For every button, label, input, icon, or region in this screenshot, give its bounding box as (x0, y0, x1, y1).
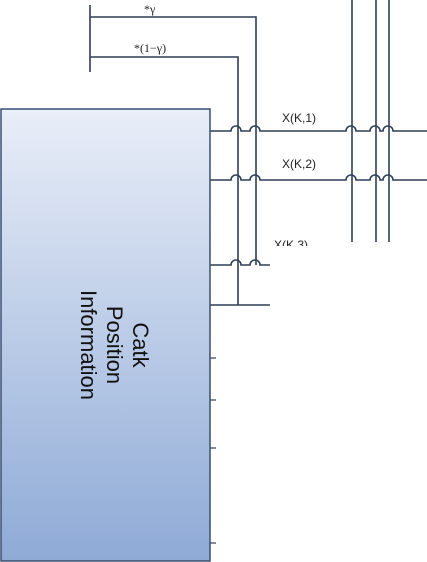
output-line-xk3 (210, 259, 270, 266)
output-line-xk1 (210, 125, 427, 132)
output-line-xk2 (210, 174, 427, 181)
block-label-line-3: Information (76, 290, 101, 400)
output-label-xk1: X(K,1) (282, 111, 316, 125)
block-label-group: Catk Position Information (76, 290, 153, 400)
occluding-panel (270, 246, 427, 562)
block-label-line-1: Catk (128, 322, 153, 368)
block-label-line-2: Position (102, 306, 127, 384)
gamma-wire (90, 16, 257, 265)
catk-position-block (0, 108, 211, 562)
one-minus-gamma-wire (90, 56, 239, 305)
gamma-label: *γ (144, 2, 156, 16)
output-label-xk2: X(K,2) (282, 157, 316, 171)
one-minus-gamma-label: *(1−γ) (134, 41, 166, 55)
